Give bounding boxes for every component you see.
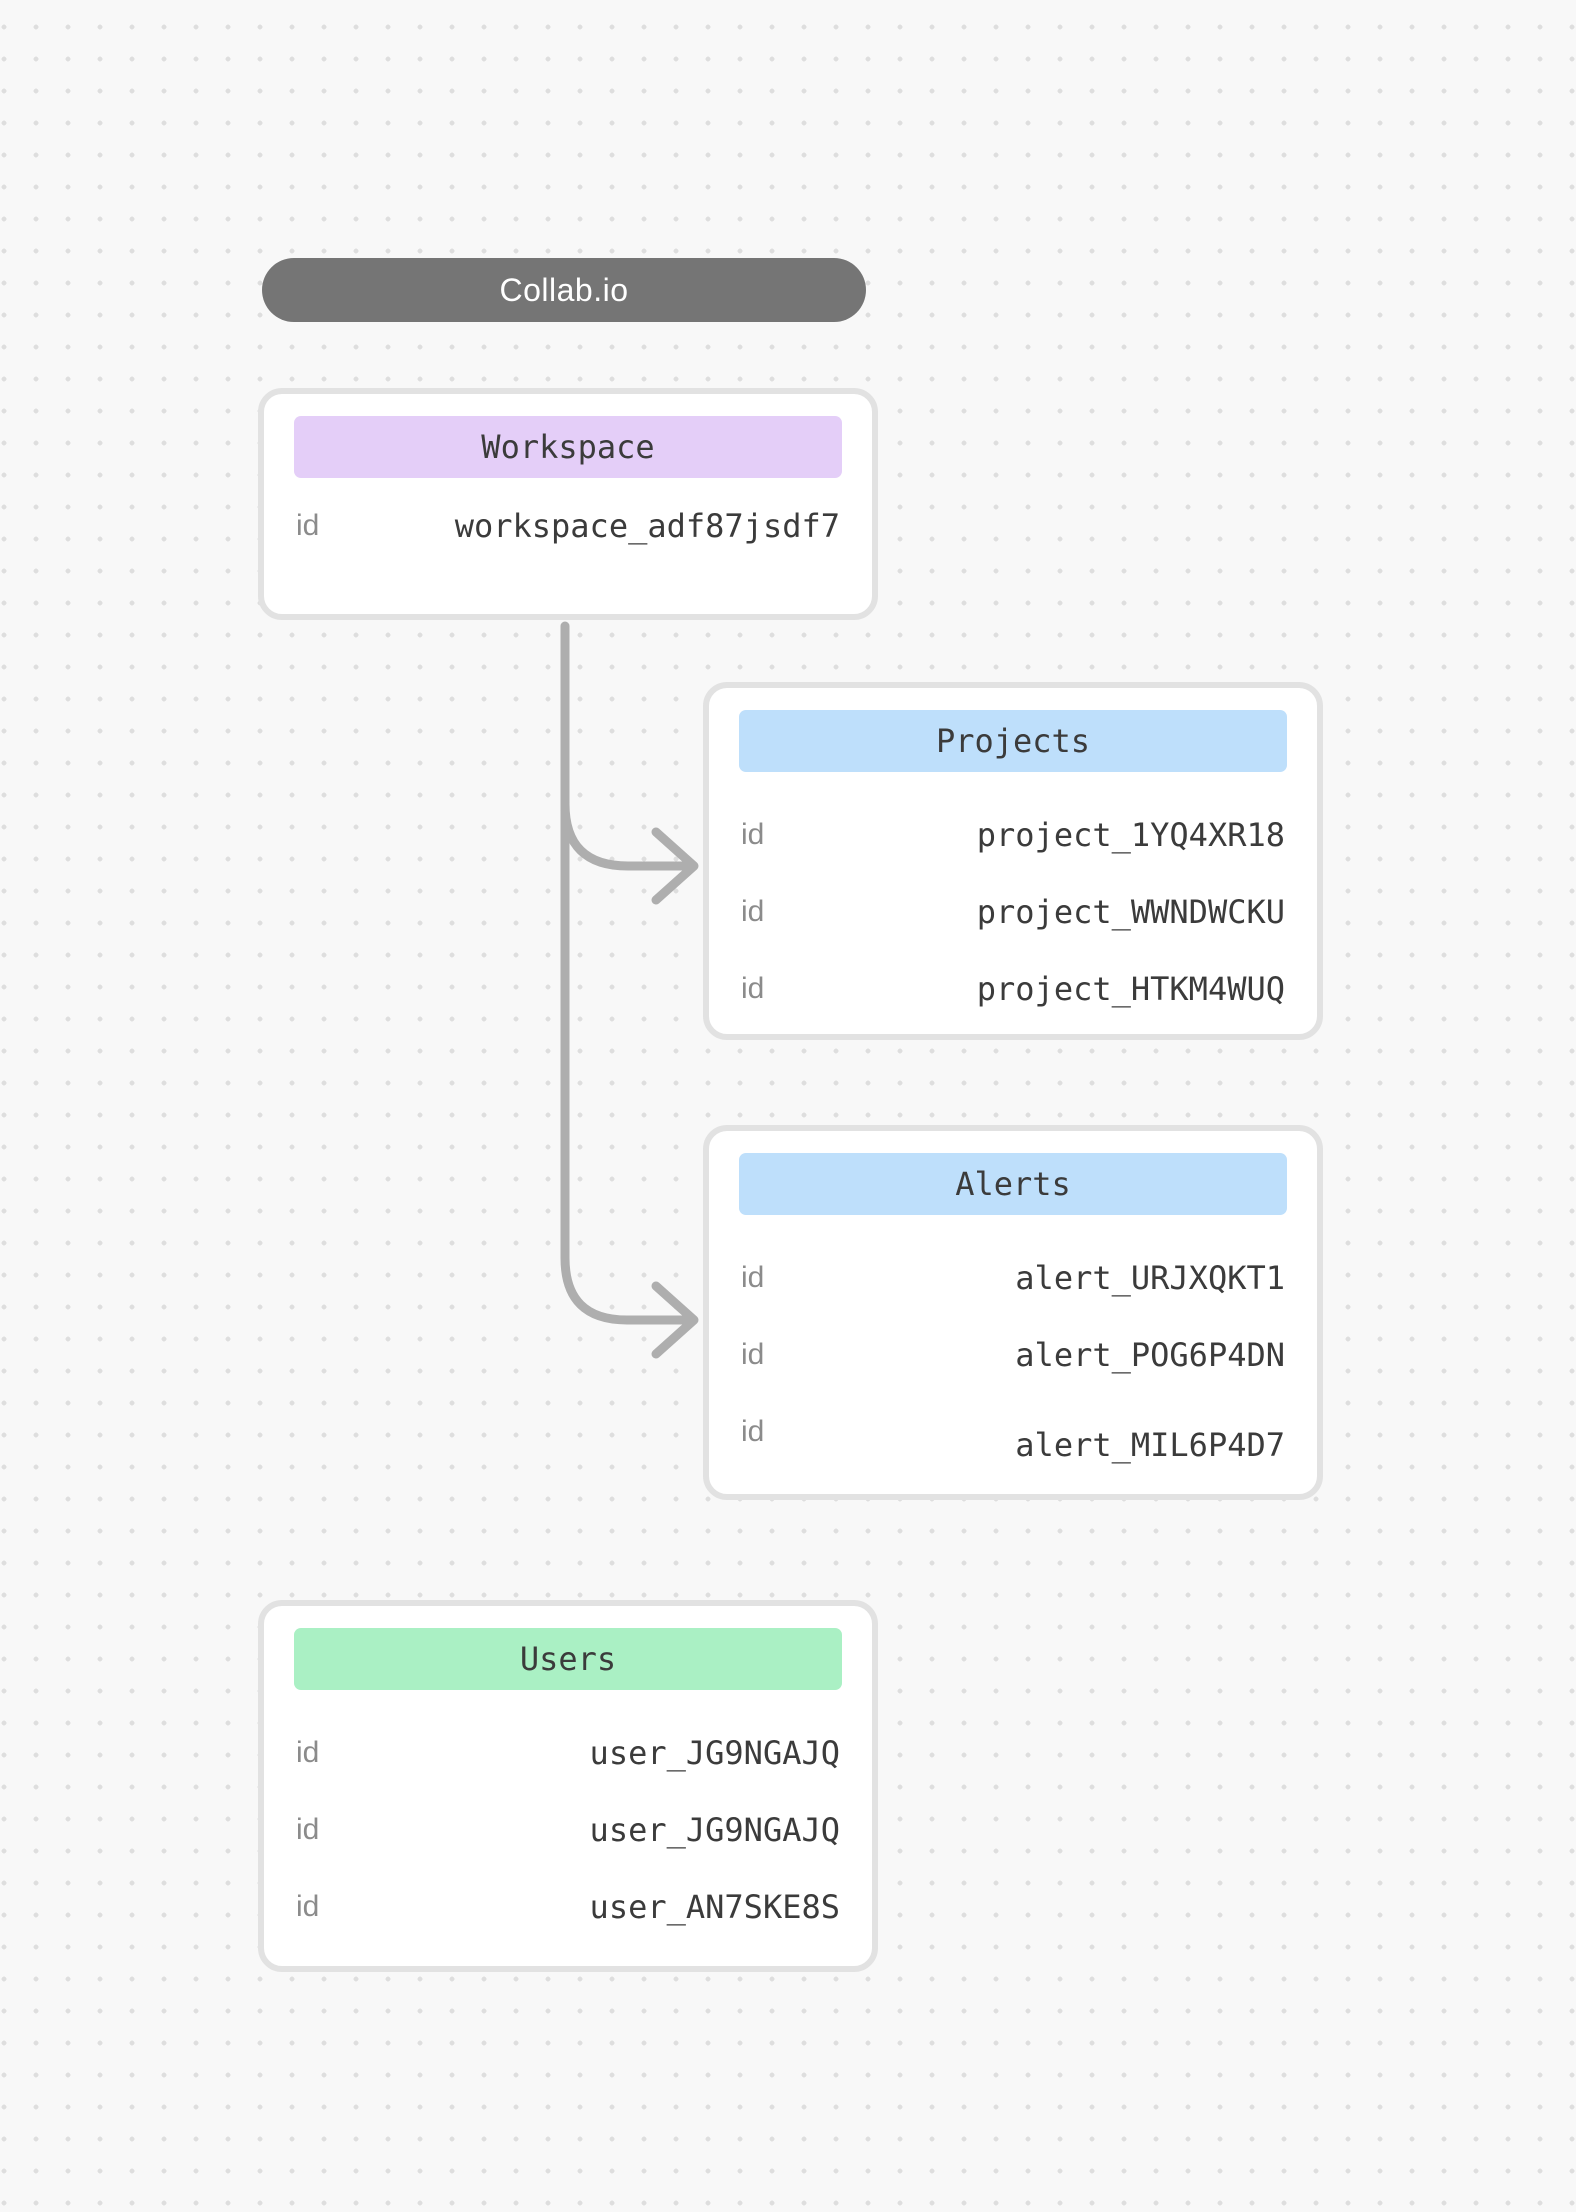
field-row: id user_JG9NGAJQ: [296, 1791, 840, 1868]
field-row: id alert_POG6P4DN: [741, 1316, 1285, 1393]
edge-path: [560, 799, 693, 871]
edge-path: [560, 621, 693, 1325]
edge-workspace-alerts: [560, 621, 699, 1359]
field-row: id project_WWNDWCKU: [741, 873, 1285, 950]
field-label: id: [296, 1812, 320, 1846]
field-label: id: [296, 1735, 320, 1769]
arrowhead-icon: [651, 1281, 699, 1359]
field-row: id project_1YQ4XR18: [741, 796, 1285, 873]
diagram-title-pill[interactable]: Collab.io: [262, 258, 866, 322]
edge-workspace-projects: [560, 799, 699, 905]
field-rows: id alert_URJXQKT1 id alert_POG6P4DN id a…: [709, 1239, 1317, 1470]
entity-card-projects[interactable]: Projects id project_1YQ4XR18 id project_…: [703, 682, 1323, 1040]
field-value: user_AN7SKE8S: [589, 1887, 840, 1926]
field-label: id: [741, 1337, 765, 1371]
field-row: id user_AN7SKE8S: [296, 1868, 840, 1945]
entity-card-alerts[interactable]: Alerts id alert_URJXQKT1 id alert_POG6P4…: [703, 1125, 1323, 1500]
field-label: id: [741, 1260, 765, 1294]
field-row: id user_JG9NGAJQ: [296, 1714, 840, 1791]
field-value: workspace_adf87jsdf7: [454, 506, 840, 545]
field-value: user_JG9NGAJQ: [589, 1810, 840, 1849]
entity-card-header: Projects: [739, 710, 1287, 772]
entity-card-header: Workspace: [294, 416, 842, 478]
field-row: id alert_MIL6P4D7: [741, 1393, 1285, 1470]
field-row: id alert_URJXQKT1: [741, 1239, 1285, 1316]
field-row: id workspace_adf87jsdf7: [296, 487, 840, 564]
field-value: alert_MIL6P4D7: [1015, 1425, 1285, 1464]
field-row: id project_HTKM4WUQ: [741, 950, 1285, 1027]
field-label: id: [741, 971, 765, 1005]
field-label: id: [296, 1889, 320, 1923]
entity-card-users[interactable]: Users id user_JG9NGAJQ id user_JG9NGAJQ …: [258, 1600, 878, 1972]
field-label: id: [741, 817, 765, 851]
entity-card-workspace[interactable]: Workspace id workspace_adf87jsdf7: [258, 388, 878, 620]
field-label: id: [741, 1414, 765, 1448]
field-rows: id workspace_adf87jsdf7: [264, 487, 872, 564]
entity-card-header: Alerts: [739, 1153, 1287, 1215]
field-value: project_WWNDWCKU: [976, 892, 1285, 931]
field-value: project_HTKM4WUQ: [976, 969, 1285, 1008]
field-value: alert_URJXQKT1: [1015, 1258, 1285, 1297]
field-label: id: [741, 894, 765, 928]
field-value: project_1YQ4XR18: [976, 815, 1285, 854]
field-rows: id user_JG9NGAJQ id user_JG9NGAJQ id use…: [264, 1714, 872, 1945]
entity-card-header: Users: [294, 1628, 842, 1690]
arrowhead-icon: [651, 827, 699, 905]
field-value: alert_POG6P4DN: [1015, 1335, 1285, 1374]
field-label: id: [296, 508, 320, 542]
field-value: user_JG9NGAJQ: [589, 1733, 840, 1772]
field-rows: id project_1YQ4XR18 id project_WWNDWCKU …: [709, 796, 1317, 1027]
